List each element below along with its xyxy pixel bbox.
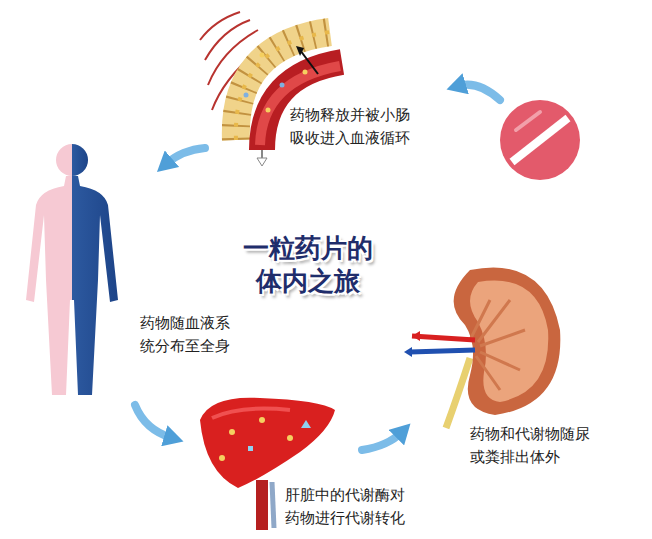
step-caption: 药物释放并被小肠 吸收进入血液循环	[290, 104, 413, 150]
diagram-title: 一粒药片的 体内之旅	[242, 232, 375, 297]
step-caption: 药物和代谢物随尿 或粪排出体外	[470, 423, 593, 469]
step-caption: 肝脏中的代谢酶对 药物进行代谢转化	[285, 484, 408, 530]
pill-icon	[500, 100, 580, 180]
step-caption: 药物随血液系 统分布至全身	[140, 312, 233, 358]
cycle-arrows	[135, 85, 500, 450]
kidney-illustration	[404, 268, 560, 429]
human-figure	[26, 144, 118, 395]
